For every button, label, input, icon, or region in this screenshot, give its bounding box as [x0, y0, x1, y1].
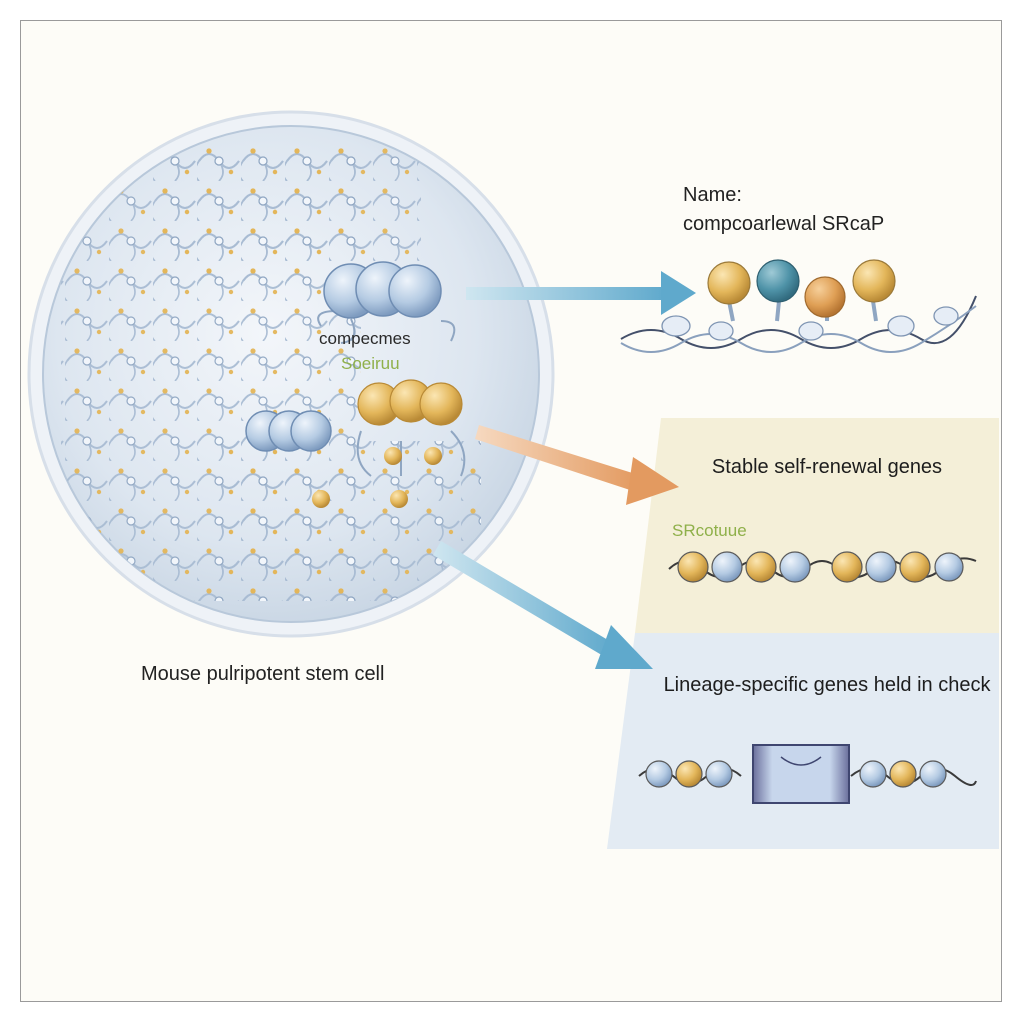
srcap-label-line2: compcoarlewal SRcaP	[683, 213, 885, 235]
srcap-complex-on-dna	[620, 259, 977, 353]
arrow-to-self-renewal	[475, 425, 679, 505]
cell-caption: Mouse pulripotent stem cell	[141, 663, 385, 685]
srcap-label-line1: Name:	[683, 184, 742, 206]
srcap-label: Name: compcoarlewal SRcaP	[683, 181, 884, 239]
repression-block-icon	[752, 744, 850, 804]
gold-complex	[312, 379, 466, 508]
lineage-panel	[607, 633, 999, 849]
stem-cell	[27, 110, 555, 638]
self-renewal-dna-strand	[668, 551, 977, 583]
arrow-to-srcap	[466, 271, 696, 315]
lineage-title: Lineage-specific genes held in check	[663, 674, 991, 696]
self-renewal-tag: SRcotuue	[672, 521, 747, 540]
blue-complex-upper	[317, 261, 456, 344]
diagram-artwork	[27, 110, 999, 849]
blue-complex-lower	[245, 410, 332, 452]
lineage-dna-strand	[638, 744, 977, 804]
self-renewal-title: Stable self-renewal genes	[711, 456, 943, 478]
complex-label: compecmes	[319, 329, 411, 348]
complex-sublabel: Soeiruu	[341, 354, 400, 373]
figure-frame: compecmes Soeiruu Mouse pulripotent stem…	[20, 20, 1002, 1002]
arrow-to-lineage	[433, 541, 653, 669]
